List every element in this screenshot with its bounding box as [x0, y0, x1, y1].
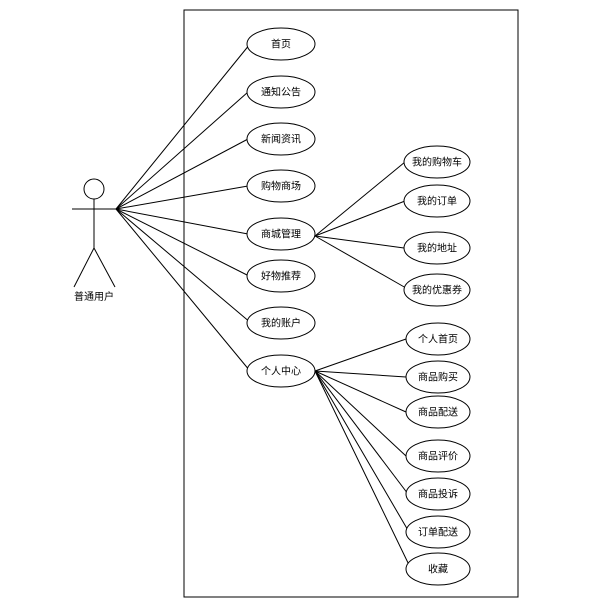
- use-case-purchase[interactable]: 商品购买: [405, 360, 471, 394]
- use-case-label: 商城管理: [261, 228, 301, 241]
- use-case-label: 我的优惠券: [412, 284, 462, 297]
- actor-associations: [115, 43, 252, 372]
- association-news: [115, 138, 249, 210]
- use-case-label: 商品购买: [418, 371, 458, 384]
- use-case-orders[interactable]: 我的订单: [403, 184, 471, 218]
- use-case-coupons[interactable]: 我的优惠券: [403, 273, 471, 307]
- use-case-home[interactable]: 首页: [246, 27, 316, 61]
- use-case-notice[interactable]: 通知公告: [246, 75, 316, 109]
- use-case-label: 新闻资讯: [261, 133, 301, 146]
- use-case-review[interactable]: 商品评价: [405, 439, 471, 473]
- mall-admin-associations: [314, 161, 407, 289]
- use-case-label: 我的订单: [417, 195, 457, 208]
- use-case-label: 我的地址: [417, 242, 457, 255]
- association-orders: [314, 200, 406, 237]
- association-cart: [314, 161, 406, 237]
- use-case-label: 通知公告: [261, 86, 301, 99]
- association-notice: [115, 91, 249, 210]
- use-case-favorites[interactable]: 收藏: [405, 552, 471, 586]
- use-case-recommend[interactable]: 好物推荐: [246, 259, 316, 293]
- use-case-mall[interactable]: 购物商场: [246, 169, 316, 203]
- use-case-complaint[interactable]: 商品投诉: [405, 477, 471, 511]
- actor-right-leg: [93, 247, 116, 288]
- association-personal-center: [115, 208, 251, 372]
- use-case-label: 个人中心: [261, 365, 301, 378]
- association-account: [115, 208, 252, 324]
- use-case-label: 购物商场: [261, 180, 301, 193]
- actor-left-leg: [73, 247, 95, 288]
- association-mall: [115, 185, 249, 210]
- association-order-delivery: [314, 370, 410, 533]
- association-home: [115, 43, 251, 210]
- use-case-label: 我的账户: [261, 317, 301, 330]
- association-purchase: [314, 370, 407, 378]
- association-address: [314, 235, 405, 249]
- personal-center-associations: [314, 338, 412, 570]
- use-case-cart[interactable]: 我的购物车: [403, 145, 471, 179]
- system-boundary: [183, 9, 519, 598]
- association-mall-admin: [115, 208, 249, 235]
- use-case-label: 好物推荐: [261, 270, 301, 283]
- association-personal-home: [314, 338, 407, 372]
- association-favorites: [314, 370, 412, 570]
- use-case-personal-center[interactable]: 个人中心: [246, 354, 316, 388]
- use-case-order-delivery[interactable]: 订单配送: [405, 515, 471, 549]
- association-delivery: [314, 370, 407, 413]
- use-case-label: 个人首页: [418, 333, 458, 346]
- use-case-label: 商品评价: [418, 450, 458, 463]
- use-case-personal-home[interactable]: 个人首页: [405, 322, 471, 356]
- association-coupons: [314, 235, 407, 289]
- association-complaint: [314, 370, 409, 495]
- use-case-label: 商品投诉: [418, 488, 458, 501]
- association-review: [314, 370, 407, 457]
- use-case-news[interactable]: 新闻资讯: [246, 122, 316, 156]
- actor-label: 普通用户: [74, 290, 114, 303]
- use-case-label: 收藏: [428, 563, 448, 576]
- use-case-label: 首页: [271, 38, 291, 51]
- use-case-address[interactable]: 我的地址: [403, 231, 471, 265]
- use-case-mall-admin[interactable]: 商城管理: [246, 217, 316, 251]
- association-recommend: [115, 208, 250, 277]
- use-case-delivery[interactable]: 商品配送: [405, 395, 471, 429]
- actor-icon: [72, 178, 116, 288]
- use-case-label: 我的购物车: [412, 156, 462, 169]
- use-case-label: 订单配送: [418, 526, 458, 539]
- actor-head: [83, 178, 105, 200]
- use-case-account[interactable]: 我的账户: [246, 306, 316, 340]
- use-case-label: 商品配送: [418, 406, 458, 419]
